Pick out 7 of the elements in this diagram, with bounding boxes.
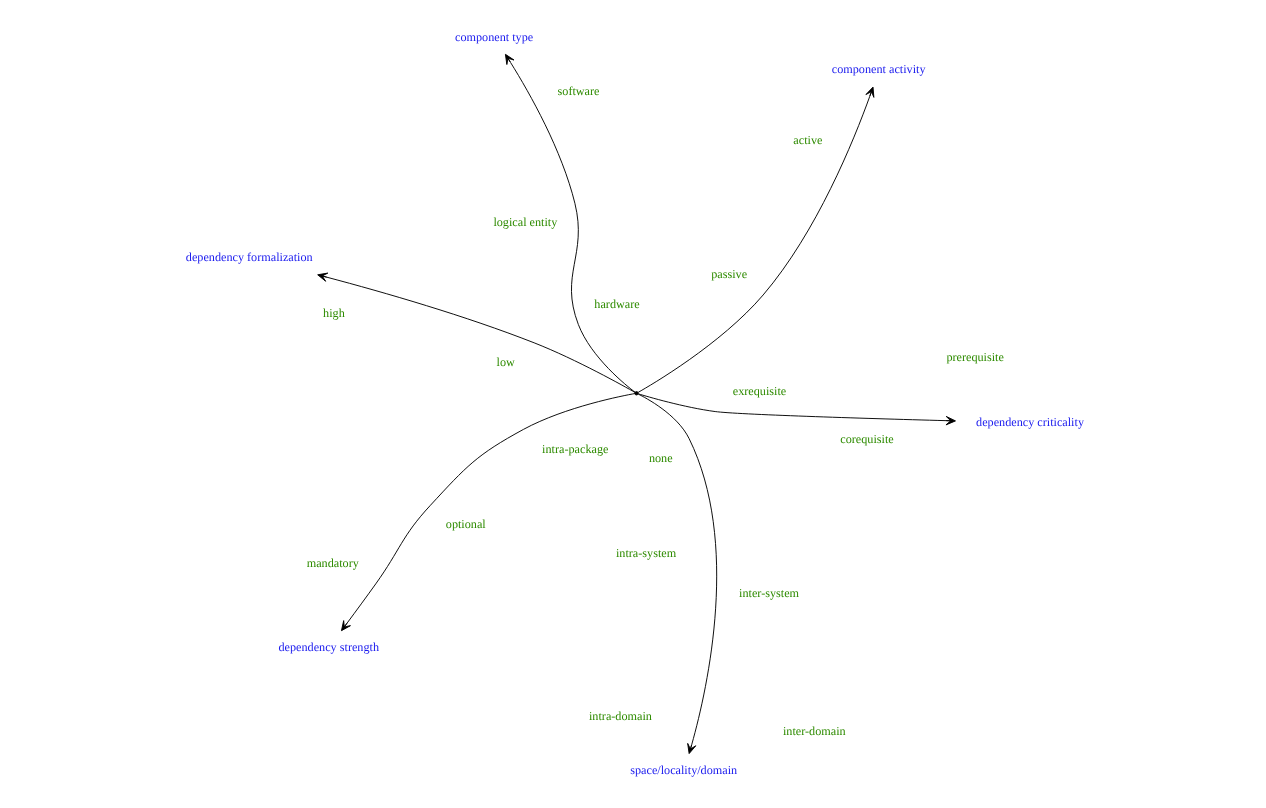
arrow (340, 393, 635, 632)
node-point (633, 391, 638, 396)
arrow (636, 393, 955, 426)
arrow (503, 53, 635, 393)
arrow (636, 86, 874, 393)
arrow (316, 272, 635, 393)
arrow (636, 393, 717, 755)
